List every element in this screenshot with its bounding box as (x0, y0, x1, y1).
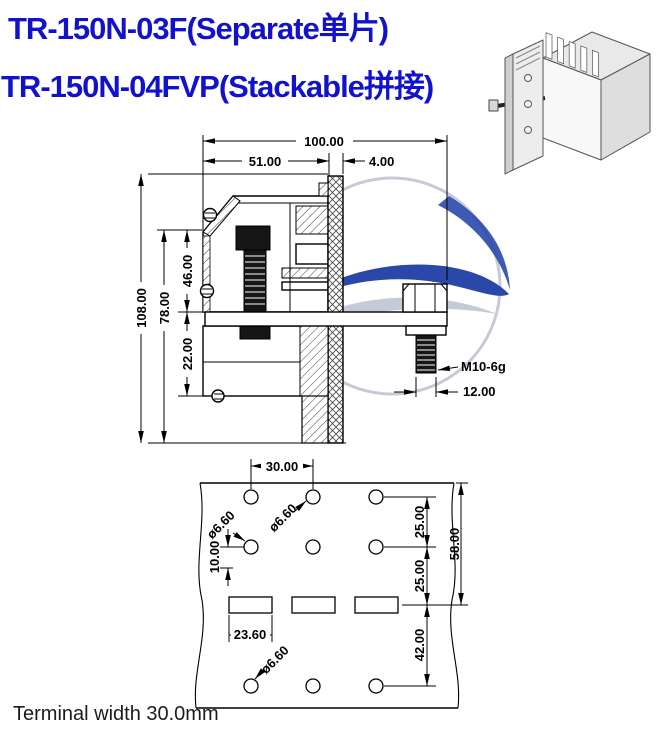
mounting-hole (305, 489, 321, 505)
dim-108: 108.00 (134, 288, 149, 328)
thread-label: M10-6g (461, 359, 506, 374)
dia-label-b: ø6.60 (266, 501, 300, 535)
mounting-hole (305, 678, 321, 694)
shaft-thread-ticks (417, 339, 435, 371)
mounting-wall (327, 175, 344, 444)
bolt-washer (405, 325, 447, 336)
dim-58: 58.00 (447, 528, 462, 561)
section-dimensions: 100.00 51.00 4.00 108.00 78.00 (134, 134, 448, 444)
plate-side-face (504, 53, 514, 175)
dim-30: 30.00 (266, 459, 299, 474)
hole-view: 30.00 25.00 25.00 42.00 58.00 (194, 459, 468, 709)
contact-block (235, 225, 271, 251)
dim-25-top: 25.00 (412, 506, 427, 539)
clamp-body (295, 243, 329, 265)
dim-12: 12.00 (463, 384, 496, 399)
plate-slots (515, 45, 541, 71)
mounting-hole (243, 678, 259, 694)
hole-dimensions: 30.00 25.00 25.00 42.00 58.00 (204, 459, 468, 687)
dim-25-mid: 25.00 (412, 560, 427, 593)
thread-callout: M10-6g 12.00 (394, 359, 506, 399)
screw-head (211, 389, 225, 403)
fin (580, 45, 588, 73)
terminal-slot (228, 596, 273, 614)
fin (592, 49, 599, 78)
fin (557, 36, 564, 65)
slant-hatch (202, 195, 241, 237)
terminal-slot (291, 596, 336, 614)
mounting-hole (243, 489, 259, 505)
dim-4: 4.00 (369, 154, 394, 169)
dim-10: 10.00 (207, 541, 222, 574)
logo-arc-icon (438, 196, 510, 290)
spring-block (295, 205, 329, 235)
lower-hatch (299, 325, 329, 397)
mounting-hole (368, 539, 384, 555)
page-title-line-2: TR-150N-04FVP(Stackable拼接) (1, 69, 434, 104)
mounting-hole (368, 489, 384, 505)
dim-22: 22.00 (180, 338, 195, 371)
hex-bolt-head (402, 283, 448, 313)
dim-51: 51.00 (249, 154, 282, 169)
terminal-width-note: Terminal width 30.0mm (13, 703, 219, 725)
plate-hole (524, 126, 532, 134)
screw-head (199, 283, 215, 299)
dim-23-60: 23.60 (234, 627, 267, 642)
threaded-shaft (415, 334, 437, 374)
stud-nut (239, 325, 271, 340)
break-line-right (450, 482, 460, 709)
plate-hole (524, 100, 532, 108)
fin (545, 32, 553, 60)
washer-stack (281, 267, 329, 279)
wall-tab (318, 182, 329, 197)
section-body (199, 175, 448, 444)
isometric-view (488, 31, 651, 175)
terminal-slot (354, 596, 399, 614)
bottom-column (301, 395, 329, 444)
mounting-plate (194, 482, 460, 709)
dia-label-c: ø6.60 (258, 643, 292, 677)
mounting-hole (368, 678, 384, 694)
plate-holes (524, 74, 532, 134)
stud-upper (243, 249, 267, 313)
plate-hole (524, 74, 532, 82)
section-view: 100.00 51.00 4.00 108.00 78.00 (134, 134, 506, 444)
logo-swoosh-icon (276, 264, 509, 320)
mounting-hole (305, 539, 321, 555)
dim-100: 100.00 (304, 134, 344, 149)
thread-ticks (245, 255, 265, 305)
body-right-face (600, 53, 651, 161)
stud-end (488, 99, 499, 112)
dim-42: 42.00 (412, 629, 427, 662)
dim-78: 78.00 (157, 292, 172, 325)
washer-plate (281, 281, 329, 291)
fin (568, 41, 576, 69)
dim-46: 46.00 (180, 255, 195, 288)
left-wall-hatch (202, 235, 211, 313)
mounting-hole (243, 539, 259, 555)
bus-bar (204, 311, 448, 327)
page-title-line-1: TR-150N-03F(Separate单片) (8, 11, 389, 46)
break-line-left (194, 482, 204, 709)
stack-fins (545, 32, 599, 78)
screw-head (202, 207, 218, 223)
dia-label-a: ø6.60 (204, 508, 238, 542)
